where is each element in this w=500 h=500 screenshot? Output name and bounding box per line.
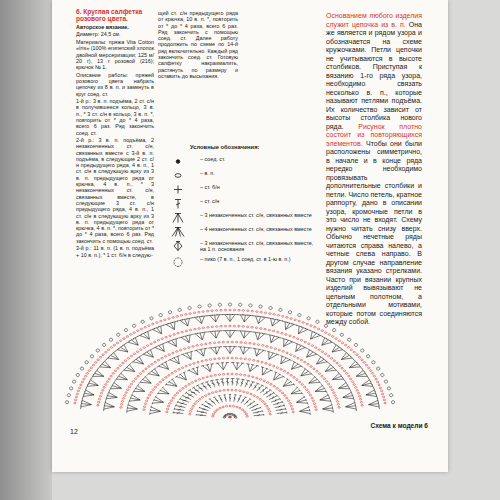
paragraph: Диаметр: 24,5 см.	[76, 31, 154, 37]
legend-text: – 4 незаконченных ст. с/н, связанных вме…	[200, 226, 320, 232]
chain-row	[212, 405, 249, 417]
legend-text: – 3 незаконченных ст. с/н, связанных вме…	[200, 240, 320, 253]
stitch-symbol	[173, 214, 183, 223]
caption: Схема к модели 6	[318, 422, 428, 430]
fan-row	[150, 363, 311, 415]
text-column: щий ст. с/н предыдущего ряда от крючка, …	[158, 10, 238, 138]
chain-row	[120, 341, 341, 408]
legend-row: – пико (7 в. п., 1 соед. ст. в 1-ю в. п.…	[160, 256, 324, 267]
stitch-symbol	[176, 160, 180, 164]
legend-text: – в. п.	[200, 170, 320, 176]
stitch-symbol	[174, 186, 182, 194]
stitch-symbol	[175, 174, 181, 178]
legend-row: – соед. ст.	[160, 156, 324, 167]
stitch-symbol	[175, 200, 181, 209]
legend-heading: Условные обозначения:	[190, 144, 322, 151]
stitch-row	[196, 395, 264, 416]
legend-row: – 3 незаконченных ст. с/н, связанных вме…	[160, 212, 324, 223]
stitch-symbol	[174, 257, 182, 266]
chain-row	[189, 389, 272, 415]
paragraph: Описание работы: пряжей розового цвета н…	[76, 72, 154, 97]
paragraph: Чтобы они были расположены симметрично, …	[326, 140, 422, 326]
legend-row: – ст. с/н	[160, 198, 324, 209]
stitch-symbol	[172, 228, 184, 237]
legend-text: – соед. ст.	[200, 156, 320, 162]
legend-symbol	[160, 170, 200, 181]
legend-text: – ст. с/н	[200, 198, 320, 204]
legend-row: – ст. б/н	[160, 184, 324, 195]
paragraph: щий ст. с/н предыдущего ряда от крючка, …	[158, 10, 238, 79]
legend-symbol	[160, 226, 200, 237]
chain-row	[143, 357, 318, 410]
legend-text: – ст. б/н	[200, 184, 320, 190]
legend-heading-box: Условные обозначения:	[190, 144, 322, 154]
fan-row	[104, 331, 357, 412]
page-shadow	[0, 0, 52, 500]
legend-row: – в. п.	[160, 170, 324, 181]
legend-symbol	[160, 240, 200, 251]
subtitle: Авторское вязание.	[76, 24, 154, 30]
paragraph: Основанием любого изделия служит цепочка…	[326, 12, 422, 28]
legend-symbol	[160, 212, 200, 223]
legend-symbol	[160, 156, 200, 167]
legend-symbol	[160, 198, 200, 209]
paragraph: 3-й р.: 11 в. п. (1 в. п. подъёма + 10 в…	[76, 245, 154, 258]
caption-box: Схема к модели 6	[318, 422, 428, 434]
legend-symbol	[160, 184, 200, 195]
paragraph: Она же является и рядом узора и обознача…	[326, 21, 422, 130]
legend-row: – 3 незаконченных ст. с/н, связанных вме…	[160, 240, 324, 253]
text-column: 6. Круглая салфетка розового цвета.Автор…	[76, 8, 154, 304]
legend-row: – 4 незаконченных ст. с/н, связанных вме…	[160, 226, 324, 237]
article-title: 6. Круглая салфетка розового цвета.	[76, 8, 154, 23]
paragraph: 1-й р.: 3 в. п. подъёма, 2 ст. с/н в пол…	[76, 98, 154, 136]
paragraph: 2-й р.: 3 в. п. подъёма, 2 незаконченных…	[76, 137, 154, 244]
page-number-box: 12	[70, 428, 90, 438]
stitch-symbol	[174, 242, 182, 251]
chain-row	[223, 413, 237, 418]
legend-text: – пико (7 в. п., 1 соед. ст. в 1-ю в. п.…	[200, 256, 320, 262]
legend-text: – 3 незаконченных ст. с/н, связанных вме…	[200, 212, 320, 218]
page-number: 12	[70, 428, 90, 436]
fan-row	[127, 347, 334, 413]
paragraph: Материалы: пряжа Vita Cotton «Iris» (100…	[76, 39, 154, 70]
text-column: Основанием любого изделия служит цепочка…	[326, 12, 422, 338]
center-ring	[229, 416, 232, 418]
legend: – соед. ст. – в. п. – ст. б/н – ст. с/н – 3 …	[160, 156, 324, 302]
legend-symbol	[160, 256, 200, 267]
